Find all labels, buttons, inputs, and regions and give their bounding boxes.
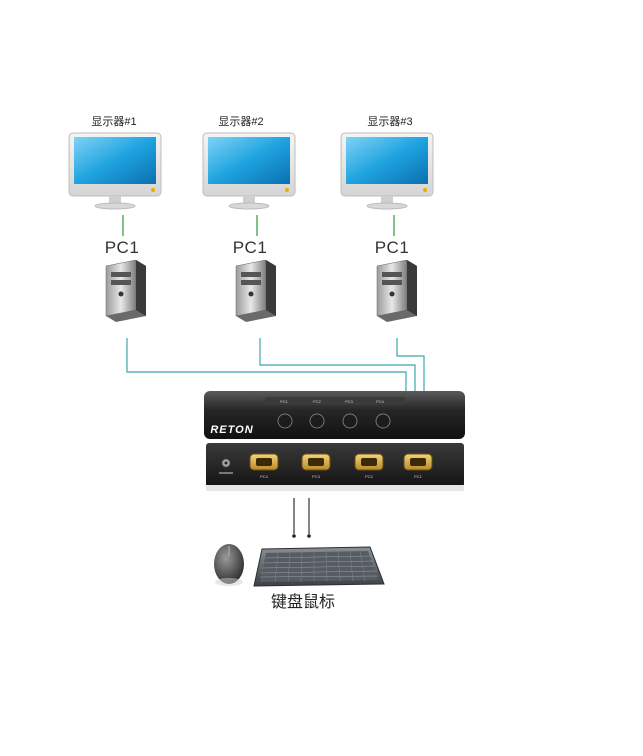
front-port-label-3: PC3 xyxy=(345,399,354,404)
cable-pc-1 xyxy=(126,338,407,392)
rear-port-label-1: PC4 xyxy=(260,474,269,479)
peripherals-label: 键盘鼠标 xyxy=(270,594,335,611)
monitor-3 xyxy=(340,132,434,210)
front-port-label-4: PC4 xyxy=(376,399,385,404)
vga-port-1[interactable] xyxy=(249,453,279,471)
kvm-switch-back: PC4 PC3 PC2 PC1 xyxy=(206,443,464,491)
pc-tower-1 xyxy=(105,259,146,322)
mouse xyxy=(214,544,244,586)
keyboard xyxy=(253,546,385,587)
pc-1-label: PC1 xyxy=(104,238,140,257)
vga-port-3[interactable] xyxy=(354,453,384,471)
vga-port-4[interactable] xyxy=(403,453,433,471)
monitor-1 xyxy=(68,132,162,210)
rear-port-label-4: PC1 xyxy=(414,474,423,479)
pc-3-label: PC1 xyxy=(374,238,410,257)
pc-tower-2 xyxy=(235,259,276,322)
kvm-switch-front: PC1 PC2 PC3 PC4 RETON xyxy=(204,391,465,439)
kvm-button-4[interactable] xyxy=(375,413,391,429)
kvm-button-1[interactable] xyxy=(277,413,293,429)
front-port-label-2: PC2 xyxy=(313,399,322,404)
cable-pc-3 xyxy=(396,338,425,392)
cable-pc-2 xyxy=(259,338,416,392)
vga-port-2[interactable] xyxy=(301,453,331,471)
rear-port-label-2: PC3 xyxy=(312,474,321,479)
pc-tower-3 xyxy=(376,259,417,322)
kvm-button-3[interactable] xyxy=(342,413,358,429)
pc-2-label: PC1 xyxy=(232,238,268,257)
monitor-2 xyxy=(202,132,296,210)
kvm-button-2[interactable] xyxy=(309,413,325,429)
rear-port-label-3: PC2 xyxy=(365,474,374,479)
kvm-brand-logo: RETON xyxy=(210,424,253,436)
front-port-label-1: PC1 xyxy=(280,399,289,404)
monitor-2-label: 显示器#2 xyxy=(218,116,264,128)
monitor-1-label: 显示器#1 xyxy=(91,116,137,128)
monitor-3-label: 显示器#3 xyxy=(367,116,413,128)
